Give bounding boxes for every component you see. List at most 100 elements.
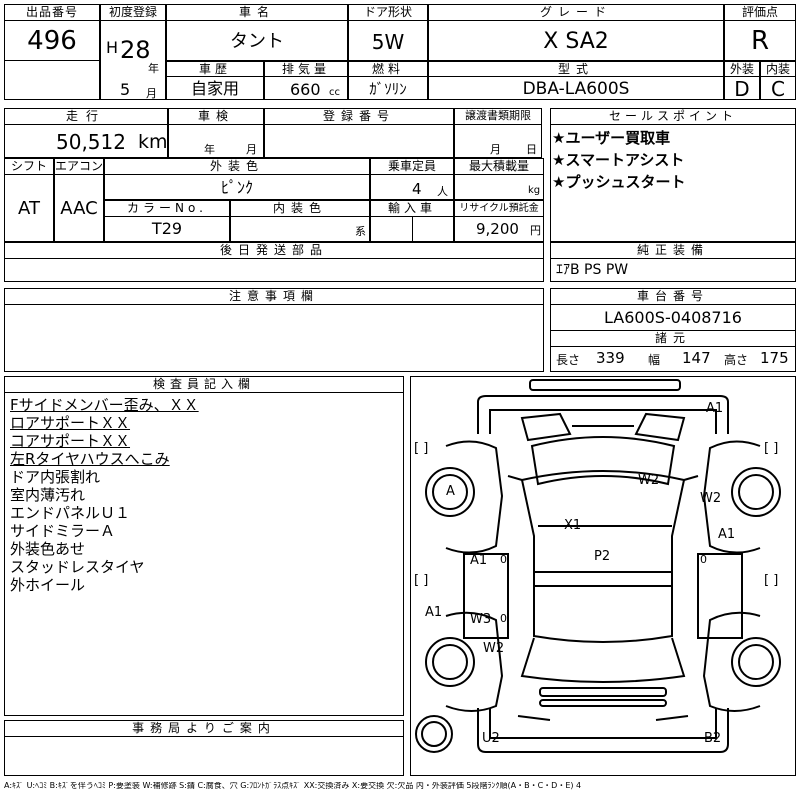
- door-type-label: ドア形状: [363, 5, 412, 19]
- model-label: 型式: [557, 62, 594, 76]
- aircon: AAC: [60, 198, 98, 219]
- damage-mark-brackets-right-top: [ ]: [764, 441, 779, 456]
- sales-point-3: ★プッシュスタート: [552, 173, 686, 191]
- interior-color-box: [230, 200, 370, 242]
- legend: A:ｷｽﾞ U:ﾍｺﾐ B:ｷｽﾞを伴うﾍｺﾐ P:要塗装 W:補修跡 S:錆 …: [4, 782, 582, 790]
- damage-mark-zero-left: 0: [500, 553, 507, 566]
- interior-score: C: [771, 77, 785, 101]
- inspector-comment: 外ホイール: [10, 576, 86, 594]
- door-type-box: [348, 4, 428, 61]
- transfer-doc-label: 譲渡書類期限: [465, 109, 531, 122]
- office-box: [4, 720, 404, 776]
- inspector-comment: ロアサポートＸＸ: [10, 414, 131, 432]
- import-label: 輸入車: [387, 201, 436, 215]
- inspection-year-unit: 年: [204, 143, 215, 156]
- damage-mark-w2-lower: W2: [483, 641, 505, 656]
- history: 自家用: [190, 79, 239, 98]
- damage-mark-x1: X1: [564, 518, 582, 533]
- car-diagram: [415, 379, 781, 753]
- exterior-color-label: 外装色: [209, 159, 264, 173]
- score: R: [750, 26, 770, 56]
- car-name: タント: [230, 31, 284, 52]
- genuine-equipment-box: [550, 242, 796, 282]
- grade: X SA2: [543, 29, 609, 54]
- damage-mark-a1-right: A1: [718, 527, 736, 542]
- damage-mark-brackets-right-bot: [ ]: [764, 573, 779, 588]
- later-parts-label: 後日発送部品: [219, 243, 328, 257]
- sales-points-label: セールスポイント: [608, 109, 737, 123]
- max-load-unit: kg: [528, 185, 541, 196]
- lot-number: 496: [27, 26, 77, 56]
- recycle-label: リサイクル預託金: [459, 203, 539, 214]
- damage-mark-b2: B2: [704, 731, 722, 746]
- interior-color-unit: 系: [355, 225, 366, 238]
- recycle-unit: 円: [530, 224, 541, 237]
- capacity-box: [370, 158, 454, 200]
- grade-label: グレード: [539, 5, 612, 19]
- damage-mark-a1-top: A1: [706, 401, 724, 416]
- lot-number-label: 出品番号: [25, 5, 78, 19]
- exterior-score: D: [734, 77, 750, 101]
- model-box: [428, 61, 724, 100]
- registration-number-label: 登録番号: [322, 109, 395, 123]
- interior-score-label: 内装: [765, 62, 790, 76]
- recycle-value: 9,200: [476, 220, 519, 238]
- chassis-label: 車台番号: [636, 289, 709, 303]
- capacity-label: 乗車定員: [387, 159, 436, 173]
- genuine-equipment: ｴｱB PS PW: [556, 262, 629, 278]
- recycle-box: [454, 200, 544, 242]
- inspection-month-unit: 月: [246, 143, 257, 156]
- fuel: ｶﾞｿﾘﾝ: [369, 80, 407, 98]
- mileage-unit: km: [138, 131, 168, 153]
- inspector-comment: スタッドレスタイヤ: [10, 558, 145, 576]
- inspector-comment: 外装色あせ: [10, 540, 86, 558]
- inspector-label: 検査員記入欄: [152, 377, 255, 391]
- registration-number-box: [264, 108, 454, 158]
- damage-mark-w3: W3: [470, 612, 492, 627]
- shift-label: シフト: [10, 159, 47, 173]
- aircon-label: エアコン: [54, 159, 103, 173]
- damage-mark-a-left: A: [446, 484, 455, 499]
- first-registration-label: 初度登録: [108, 5, 157, 19]
- first-reg-month-unit: 月: [146, 87, 157, 100]
- displacement-unit: cc: [329, 87, 340, 98]
- interior-color-label: 内装色: [272, 201, 327, 215]
- first-registration-box: [100, 4, 166, 100]
- mileage-box: [4, 108, 168, 158]
- shift: AT: [18, 198, 40, 219]
- height-value: 175: [760, 349, 789, 367]
- inspector-comment: Fサイドメンバー歪み、ＸＸ: [10, 396, 199, 414]
- length-value: 339: [596, 349, 625, 367]
- history-box: [166, 61, 264, 100]
- height-label: 高さ: [724, 353, 749, 367]
- exterior-score-box: [724, 61, 760, 100]
- lot-number-box: [4, 4, 100, 100]
- car-name-label: 車名: [238, 5, 275, 19]
- damage-mark-p2: P2: [594, 549, 611, 564]
- interior-score-box: [760, 61, 796, 100]
- transfer-month-unit: 月: [490, 143, 501, 156]
- specs-label: 諸元: [654, 331, 691, 345]
- displacement: 660: [290, 80, 321, 99]
- capacity: 4: [412, 180, 422, 198]
- score-box: [724, 4, 796, 61]
- inspector-comment: サイドミラーＡ: [10, 522, 116, 540]
- inspection-label: 車検: [197, 109, 234, 123]
- max-load-box: [454, 158, 544, 200]
- exterior-color: ﾋﾟﾝｸ: [220, 178, 253, 197]
- damage-mark-a1-left: A1: [425, 605, 443, 620]
- caution-label: 注意事項欄: [228, 289, 319, 303]
- first-reg-month: 5: [120, 80, 131, 99]
- damage-mark-u2: U2: [482, 731, 500, 746]
- model: DBA-LA600S: [522, 79, 630, 99]
- color-number-box: [104, 200, 230, 242]
- transfer-doc-box: [454, 108, 542, 158]
- exterior-color-box: [104, 158, 370, 200]
- mileage-label: 走行: [65, 109, 106, 123]
- aircon-box: [54, 158, 104, 242]
- inspector-comment: コアサポートＸＸ: [10, 432, 131, 450]
- mileage: 50,512: [56, 130, 126, 154]
- fuel-box: [348, 61, 428, 100]
- fuel-label: 燃料: [371, 62, 404, 76]
- car-diagram-box: [410, 376, 796, 776]
